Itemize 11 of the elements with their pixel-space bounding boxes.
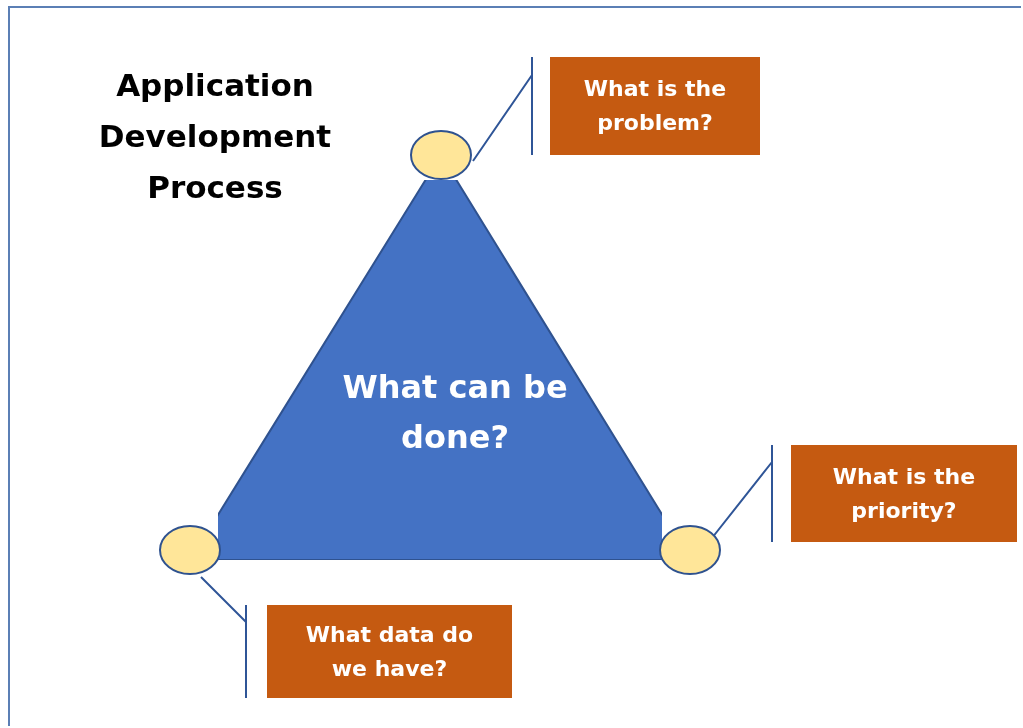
callout-box: What data do we have?: [267, 605, 512, 698]
leader-line: [711, 444, 773, 543]
leader-line: [200, 576, 247, 699]
vertex-circle: [159, 525, 221, 575]
vertex-circle: [410, 130, 472, 180]
diagram-title: Application Development Process: [97, 66, 333, 207]
callout-box: What is the priority?: [791, 445, 1017, 542]
leader-line: [472, 56, 533, 162]
callout-box: What is the problem?: [550, 57, 760, 155]
vertex-circle: [659, 525, 721, 575]
triangle-label: What can be done?: [341, 367, 569, 458]
